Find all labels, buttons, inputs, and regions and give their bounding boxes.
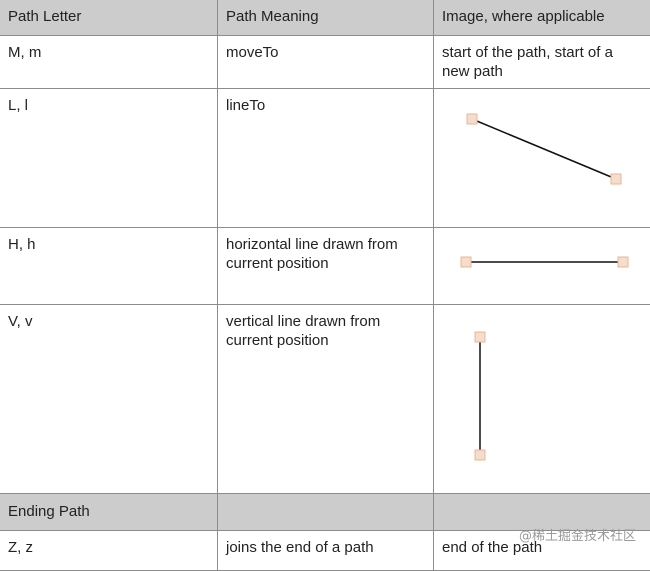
diagonal-line [472, 119, 616, 179]
path-letter-cell: L, l [0, 89, 218, 228]
start-handle [475, 332, 485, 342]
section-empty-cell [218, 494, 434, 531]
start-handle [461, 257, 471, 267]
table-row: L, l lineTo [0, 89, 650, 228]
end-handle [475, 450, 485, 460]
horizontal-line-icon [434, 228, 650, 303]
start-handle [467, 114, 477, 124]
table-header-row: Path Letter Path Meaning Image, where ap… [0, 0, 650, 36]
end-handle [611, 174, 621, 184]
image-cell [434, 305, 650, 494]
path-letter-cell: V, v [0, 305, 218, 494]
end-handle [618, 257, 628, 267]
image-cell [434, 228, 650, 305]
image-description-cell: start of the path, start of a new path [434, 36, 650, 89]
watermark: @稀土掘金技术社区 [519, 525, 636, 544]
path-meaning-cell: moveTo [218, 36, 434, 89]
path-letter-cell: H, h [0, 228, 218, 305]
vertical-line-icon [434, 305, 650, 492]
path-meaning-cell: joins the end of a path [218, 531, 434, 571]
image-cell [434, 89, 650, 228]
path-letter-cell: Z, z [0, 531, 218, 571]
column-header: Image, where applicable [434, 0, 650, 36]
table-row: V, v vertical line drawn from current po… [0, 305, 650, 494]
section-label: Ending Path [0, 494, 218, 531]
path-meaning-cell: lineTo [218, 89, 434, 228]
table-row: H, h horizontal line drawn from current … [0, 228, 650, 305]
path-meaning-cell: vertical line drawn from current positio… [218, 305, 434, 494]
path-meaning-cell: horizontal line drawn from current posit… [218, 228, 434, 305]
column-header: Path Letter [0, 0, 218, 36]
table-row: M, m moveTo start of the path, start of … [0, 36, 650, 89]
column-header: Path Meaning [218, 0, 434, 36]
path-letter-cell: M, m [0, 36, 218, 89]
diagonal-line-icon [434, 89, 650, 226]
